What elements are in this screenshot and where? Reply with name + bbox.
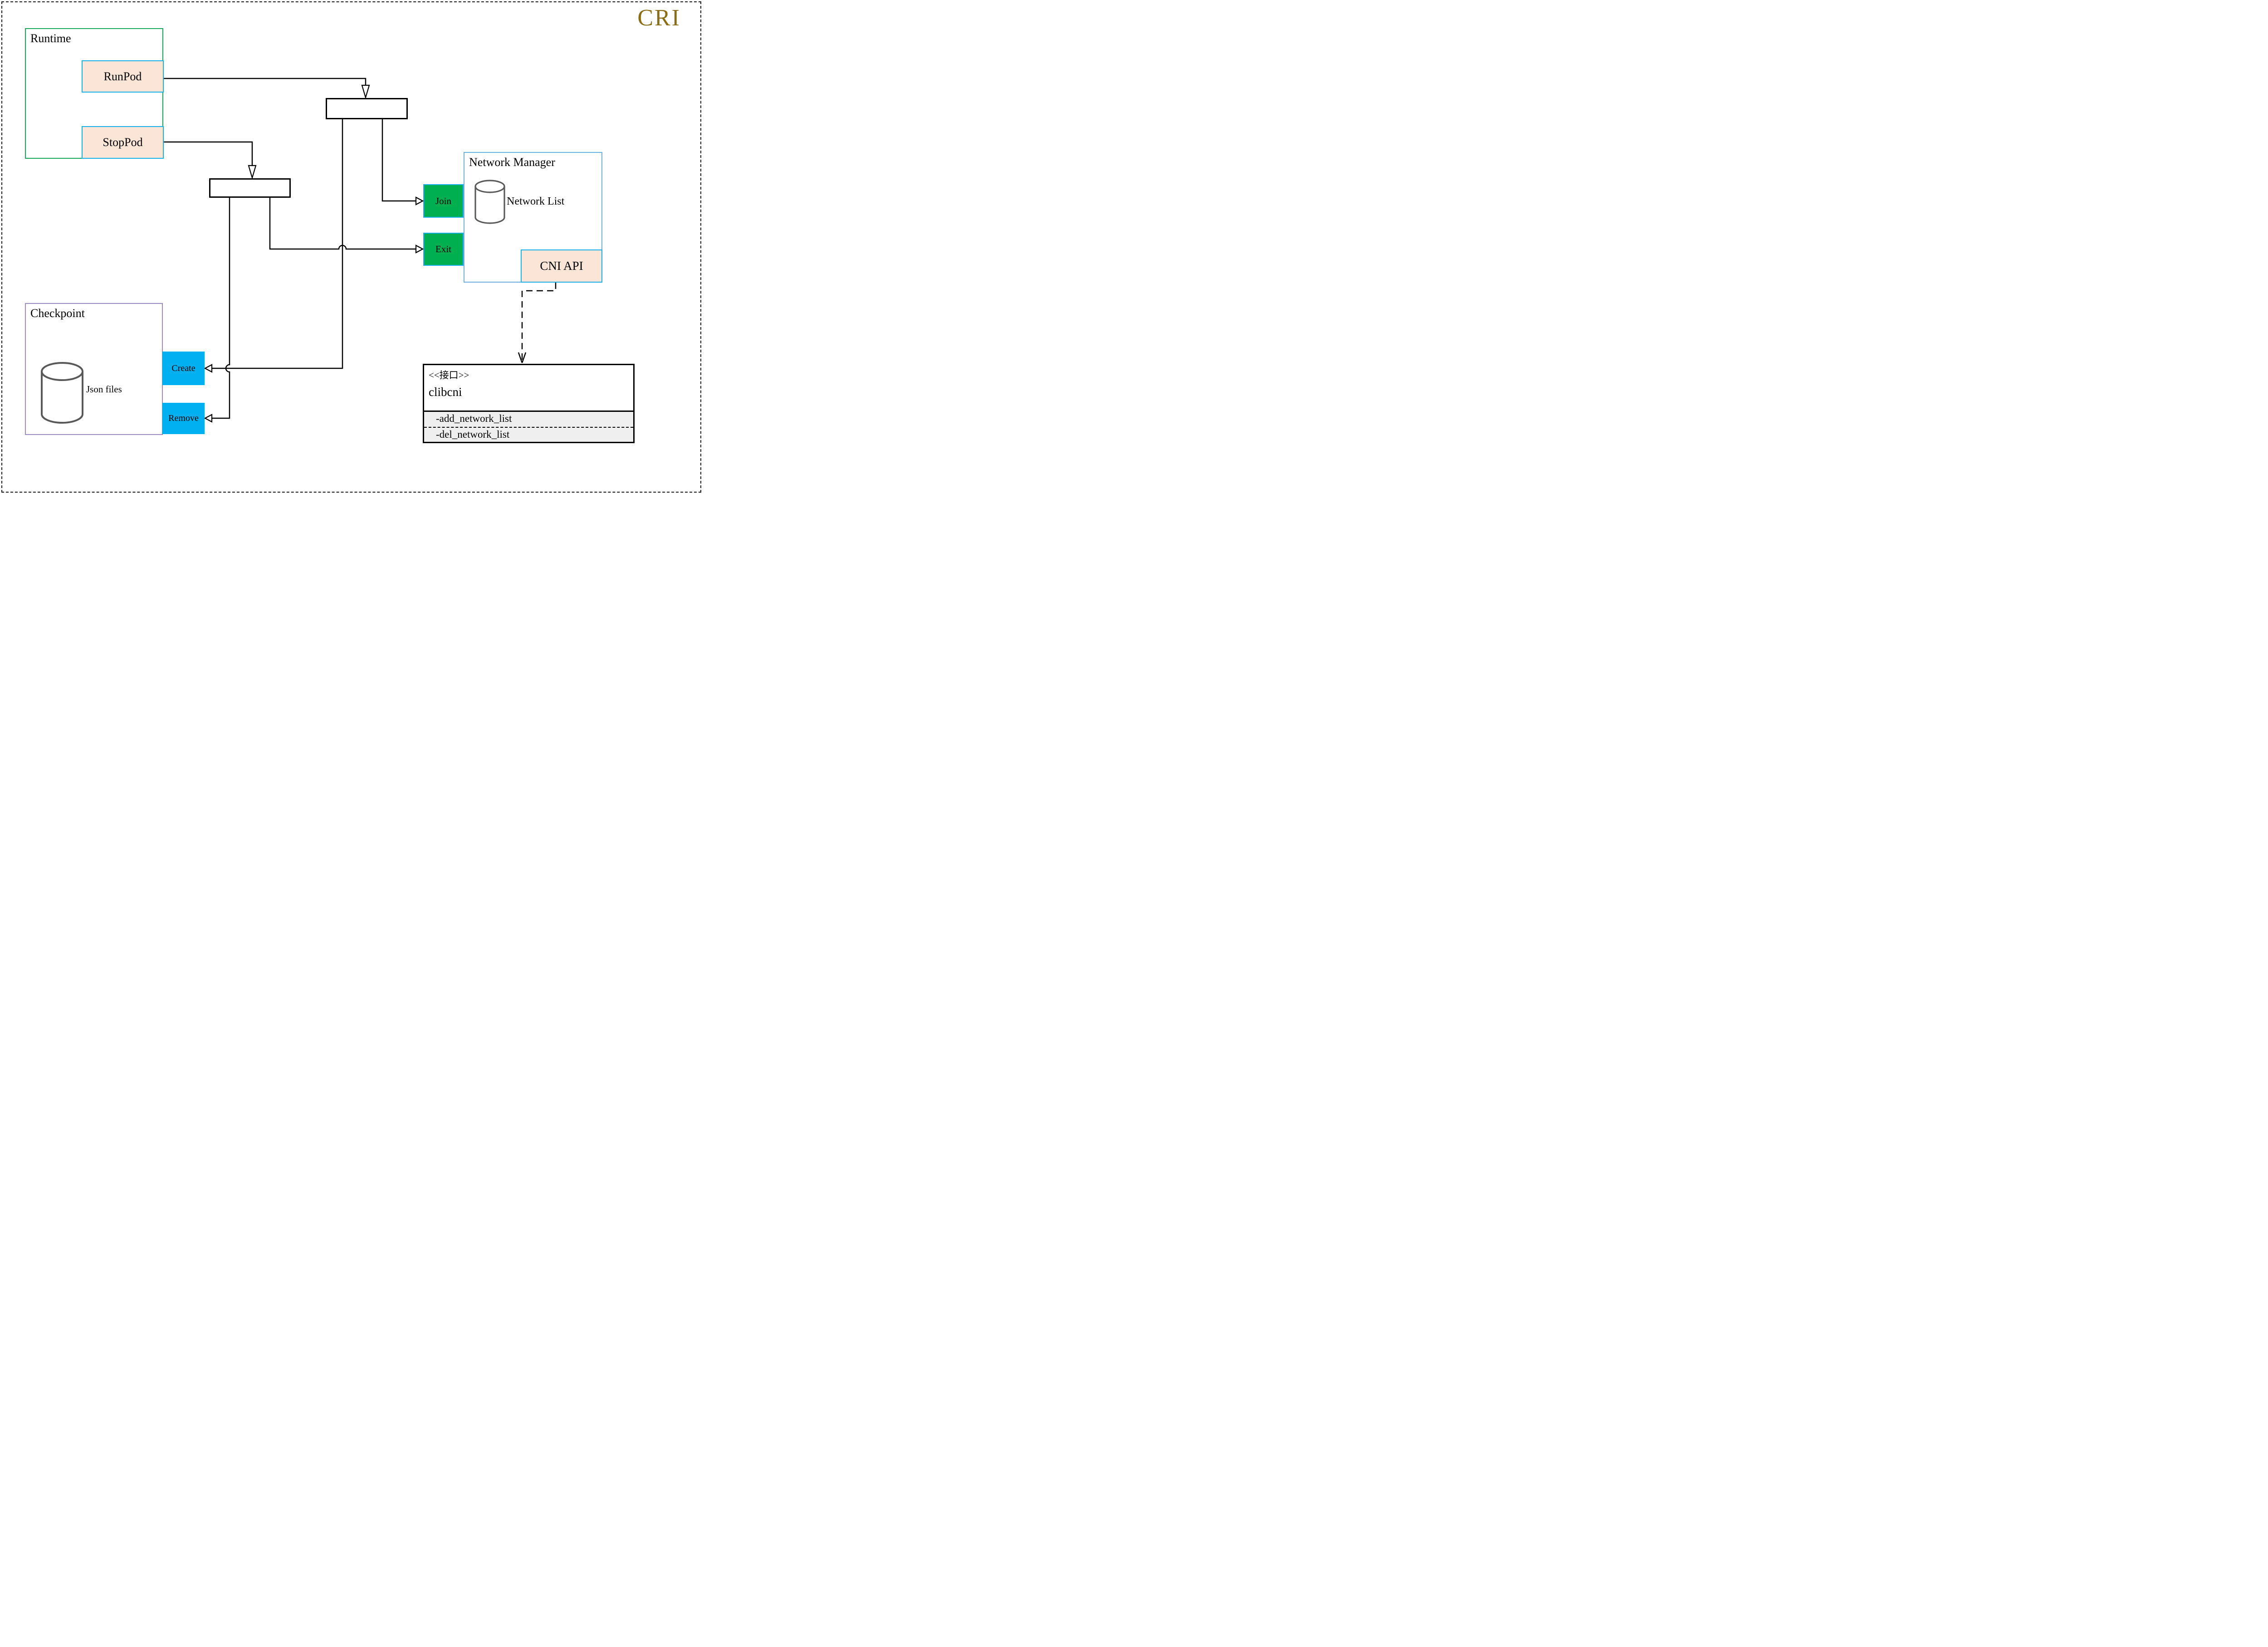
bar-to-exit-line	[269, 198, 416, 250]
bar-to-join-line	[381, 119, 416, 202]
stoppod-to-bar-line	[164, 141, 253, 166]
stoppod-node: StopPod	[82, 126, 164, 159]
join-node: Join	[423, 184, 464, 218]
method-del-network-list: -del_network_list	[436, 429, 510, 440]
remove-arrowhead	[204, 414, 213, 423]
checkpoint-label: Checkpoint	[30, 307, 85, 320]
interface-name: clibcni	[429, 385, 462, 399]
network-manager-label: Network Manager	[469, 156, 555, 169]
bar-to-remove-line	[212, 198, 230, 419]
create-arrowhead	[204, 364, 213, 373]
cniapi-to-clibcni-dashed-line	[521, 283, 557, 362]
exit-node: Exit	[423, 233, 464, 266]
remove-node: Remove	[162, 403, 205, 434]
runtime-label: Runtime	[30, 32, 71, 45]
create-node: Create	[162, 352, 205, 385]
interface-stereotype: <<接口>>	[429, 370, 469, 381]
runpod-node: RunPod	[82, 60, 164, 93]
method-add-network-list: -add_network_list	[436, 413, 512, 424]
methods-dotted-divider	[424, 427, 633, 428]
json-files-label: Json files	[86, 384, 122, 395]
clibcni-open-arrowhead	[518, 352, 527, 363]
bar-to-create-line	[212, 119, 343, 369]
interface-methods-section: -add_network_list -del_network_list	[424, 411, 633, 442]
stoppod-arrowhead	[248, 165, 257, 180]
runpod-arrowhead	[361, 84, 370, 99]
clibcni-interface-box: <<接口>> clibcni -add_network_list -del_ne…	[423, 364, 635, 443]
stoppod-action-bar	[209, 178, 291, 198]
diagram-title: CRI	[637, 5, 681, 31]
cni-api-node: CNI API	[521, 249, 602, 283]
exit-arrowhead	[415, 244, 424, 254]
diagram-canvas: CRI Runtime RunPod StopPod Network Manag…	[0, 0, 703, 494]
network-list-label: Network List	[507, 195, 565, 207]
checkpoint-container: Checkpoint	[25, 303, 163, 435]
runpod-action-bar	[326, 98, 408, 119]
runpod-to-bar-line	[164, 78, 367, 85]
join-arrowhead	[415, 196, 424, 205]
